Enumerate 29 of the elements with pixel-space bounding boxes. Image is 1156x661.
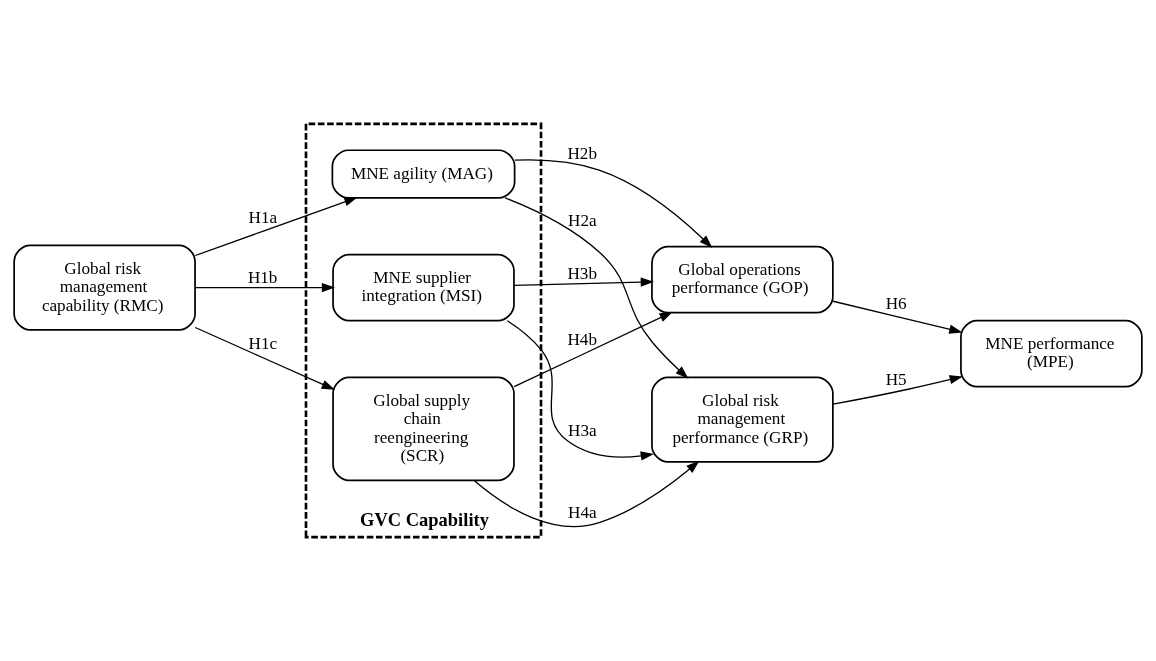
node-box: Global risk management performance (GRP) [651, 376, 834, 463]
arrow [832, 300, 963, 334]
arrow [504, 197, 689, 379]
edge-label: H3a [568, 421, 597, 441]
edge-label: H6 [885, 294, 907, 314]
node-box: Global operations performance (GOP) [651, 245, 834, 314]
arrow [513, 311, 673, 388]
arrow [506, 320, 654, 461]
edge-label: H3b [567, 263, 597, 283]
edge-label: H1b [247, 267, 278, 287]
node-box: Global risk management capability (RMC) [13, 244, 196, 331]
edge-label: H2b [567, 143, 597, 163]
node-box: MNE performance (MPE) [960, 319, 1143, 388]
arrow [514, 159, 713, 248]
edge-label: H1a [248, 208, 278, 228]
node-box: Global supply chain reengineering (SCR) [332, 376, 515, 482]
arrow [832, 375, 963, 405]
arrow [513, 277, 654, 287]
arrow [194, 197, 358, 257]
edge-label: H2a [568, 211, 597, 231]
edge-label: H4a [568, 502, 597, 522]
edge-label: H5 [885, 369, 907, 389]
arrow [473, 460, 700, 528]
node-box: MNE supplier integration (MSI) [332, 253, 515, 322]
edge-label: H4b [567, 329, 597, 349]
node-box: MNE agility (MAG) [331, 149, 516, 199]
edge-label: H1c [248, 333, 278, 353]
arrow [194, 282, 336, 293]
arrow [194, 326, 335, 390]
